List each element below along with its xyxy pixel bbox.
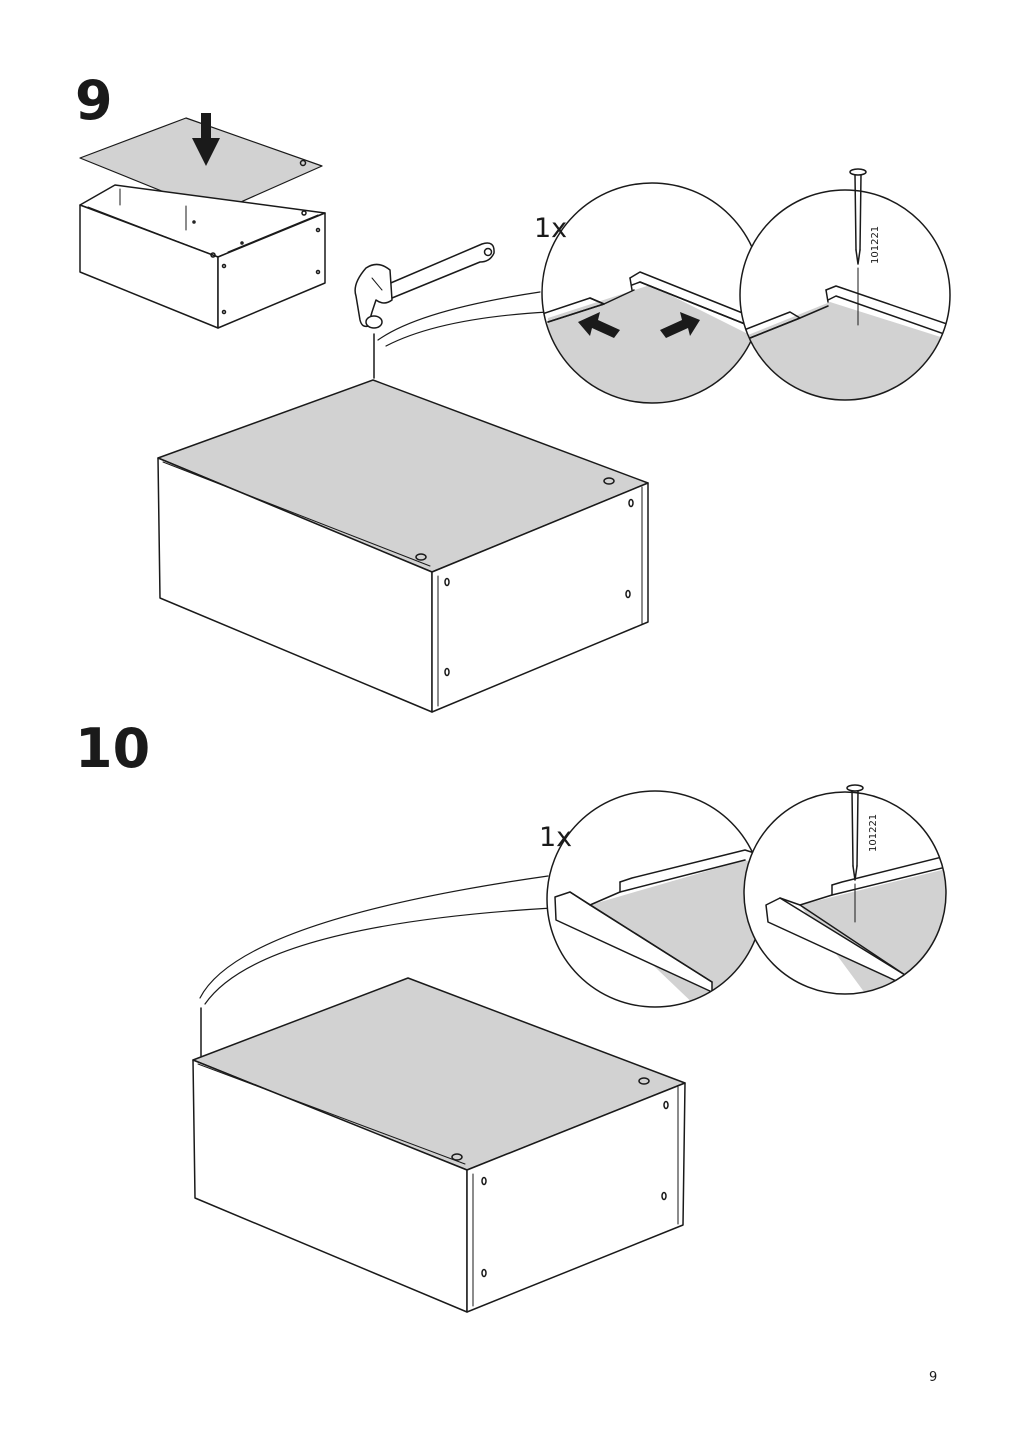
part-number-step9: 101221 (870, 225, 881, 264)
page-number: 9 (929, 1370, 938, 1385)
down-arrow-icon (192, 113, 220, 166)
push-arrow-icon (578, 312, 700, 338)
quantity-label-step10: 1x (539, 822, 573, 853)
nail-icon (846, 784, 864, 923)
step10-detail-left (546, 790, 764, 1008)
step10-detail-right (743, 784, 947, 995)
step9-small-box (79, 117, 326, 329)
step-number-9: 9 (75, 69, 113, 132)
quantity-label-step9: 1x (534, 213, 568, 244)
step10-large-box (192, 977, 686, 1313)
nail-icon (849, 168, 867, 326)
step-number-10: 10 (75, 717, 151, 780)
step9-detail-right (739, 168, 951, 401)
part-number-step10: 101221 (868, 813, 879, 852)
hammer-icon (354, 242, 549, 347)
step9-large-box (157, 379, 649, 713)
step9-detail-left (541, 182, 763, 404)
